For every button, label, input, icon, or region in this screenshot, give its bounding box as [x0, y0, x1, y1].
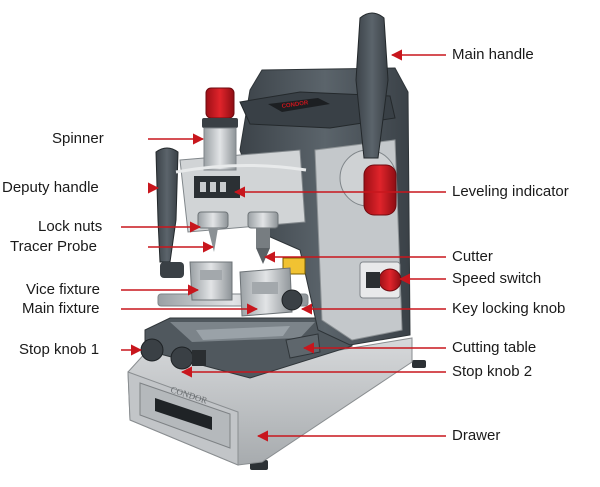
leveling-guide — [175, 163, 307, 174]
label-main-handle: Main handle — [452, 46, 534, 63]
leader-arrows — [121, 49, 446, 442]
stop-knob-2-slot — [192, 350, 206, 366]
label-stop-knob-2: Stop knob 2 — [452, 363, 533, 380]
indicator-digit — [200, 182, 206, 192]
indicator-digit — [220, 182, 226, 192]
lock-nut-left — [197, 211, 229, 229]
drawer-handle-slot — [155, 398, 212, 430]
deputy-handle-grip — [155, 147, 179, 263]
label-vice-fixture: Vice fixture — [26, 281, 100, 298]
label-stop-knob-1: Stop knob 1 — [19, 341, 100, 358]
label-lock-nuts: Lock nuts — [38, 218, 103, 235]
main-fixture-jaw — [252, 282, 278, 294]
label-key-locking-knob: Key locking knob — [452, 300, 566, 317]
label-speed-switch: Speed switch — [452, 270, 542, 287]
label-leveling-indicator: Leveling indicator — [452, 183, 569, 200]
spinner-knob — [205, 87, 235, 119]
label-cutting-table: Cutting table — [452, 339, 537, 356]
top-badge — [268, 98, 330, 112]
foot — [412, 360, 426, 368]
spinner-collar — [202, 118, 238, 128]
top-plate — [239, 91, 396, 129]
label-cutter: Cutter — [452, 248, 493, 265]
label-tracer-probe: Tracer Probe — [10, 238, 97, 255]
deputy-handle-base — [160, 262, 184, 278]
leveling-indicator-window — [194, 176, 240, 198]
speed-switch-slot — [366, 272, 380, 288]
spinner-shaft — [203, 127, 237, 171]
tracer-probe-tip — [208, 228, 218, 252]
label-spinner: Spinner — [52, 130, 104, 147]
cutter-tip — [256, 248, 270, 264]
label-drawer: Drawer — [452, 427, 501, 444]
lock-nut-right — [247, 211, 279, 229]
indicator-digit — [210, 182, 216, 192]
cutter-shaft — [256, 228, 270, 248]
key-locking-knob — [281, 289, 303, 311]
vice-fixture-jaw — [200, 270, 222, 280]
stop-knob-1 — [140, 338, 164, 362]
main-handle-grip — [355, 12, 389, 159]
label-deputy-handle: Deputy handle — [2, 179, 99, 196]
handle-red-cap — [363, 164, 397, 216]
cutting-table-tray — [196, 326, 290, 340]
machine-drawing: CONDOR CONDOR — [127, 12, 426, 470]
stop-knob-2 — [170, 346, 194, 370]
label-main-fixture: Main fixture — [22, 300, 100, 317]
top-brand: CONDOR — [281, 100, 309, 110]
speed-switch — [378, 268, 402, 292]
vice-fixture-body — [189, 261, 233, 301]
